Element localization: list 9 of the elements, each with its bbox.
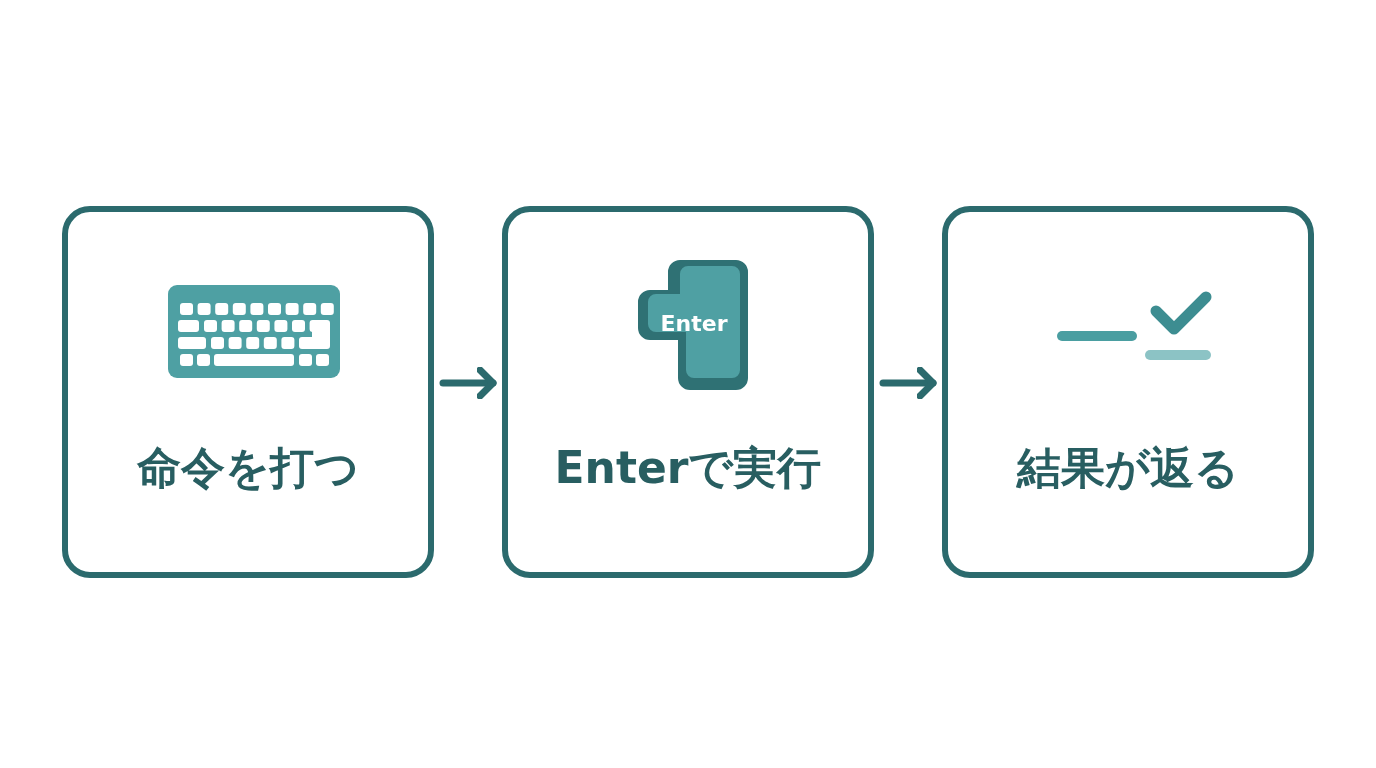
step-box [502,206,874,578]
step-box [62,206,434,578]
step-label: 結果が返る [1017,441,1239,495]
arrow [879,366,937,400]
key-label: Enter [660,311,728,337]
arrow [439,366,497,400]
step-label: 命令を打つ [137,441,359,495]
step-box [942,206,1314,578]
step-label: Enterで実行 [554,441,822,495]
